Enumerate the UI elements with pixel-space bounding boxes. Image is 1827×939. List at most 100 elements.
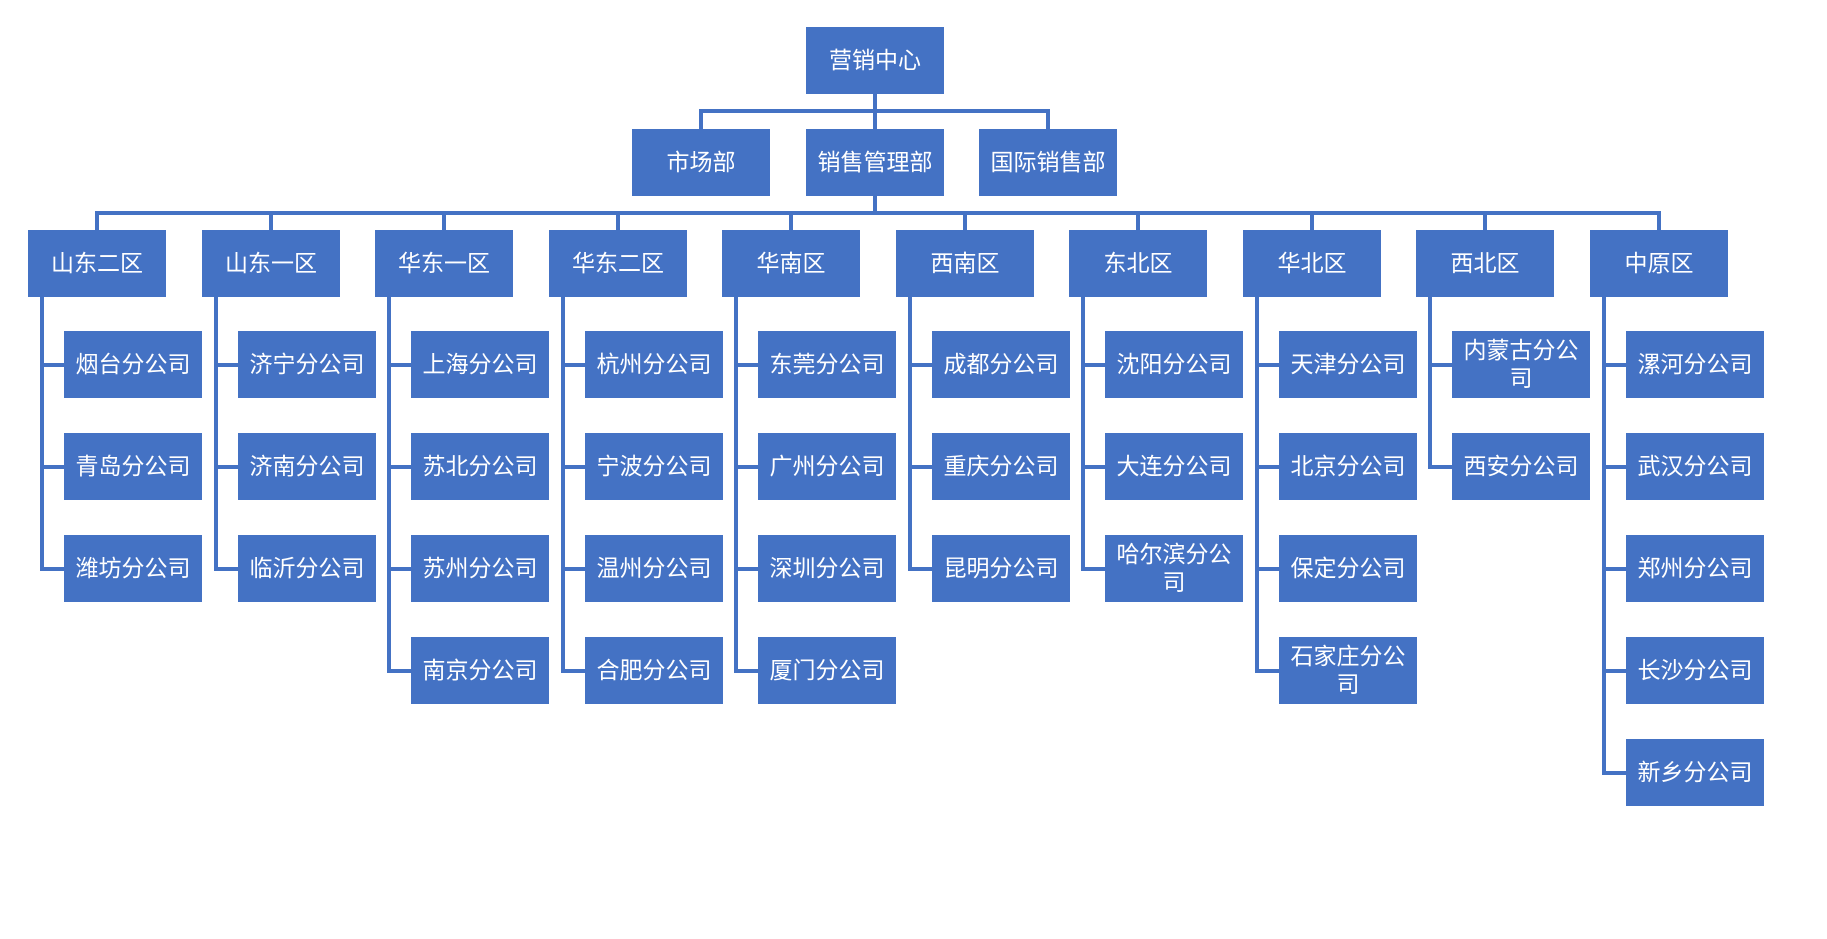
branch-node: 东莞分公司 [758,331,896,398]
branch-connector [1602,362,1626,367]
branch-node: 厦门分公司 [758,637,896,704]
branch-node: 成都分公司 [932,331,1070,398]
branch-connector [1602,464,1626,469]
branch-connector [387,566,411,571]
branch-node: 广州分公司 [758,433,896,500]
department-connector [699,111,703,129]
branch-spine [1255,297,1259,673]
branch-node: 天津分公司 [1279,331,1417,398]
region-node: 西南区 [896,230,1034,297]
branch-connector [561,668,585,673]
branch-connector [40,566,64,571]
sales-mgmt-connector [873,196,877,213]
branch-connector [1255,362,1279,367]
root-node: 营销中心 [806,27,944,94]
region-node: 东北区 [1069,230,1207,297]
region-node: 华东一区 [375,230,513,297]
branch-node: 烟台分公司 [64,331,202,398]
branch-connector [1428,362,1452,367]
branch-connector [561,362,585,367]
branch-node: 潍坊分公司 [64,535,202,602]
branch-node: 济南分公司 [238,433,376,500]
region-node: 华南区 [722,230,860,297]
branch-node: 北京分公司 [1279,433,1417,500]
branch-node: 合肥分公司 [585,637,723,704]
branch-connector [1602,668,1626,673]
branch-node: 宁波分公司 [585,433,723,500]
branch-spine [734,297,738,673]
branch-spine [387,297,391,673]
branch-spine [908,297,912,571]
region-connector [1136,213,1140,230]
branch-node: 临沂分公司 [238,535,376,602]
branch-spine [214,297,218,571]
branch-node: 深圳分公司 [758,535,896,602]
branch-node: 济宁分公司 [238,331,376,398]
branch-node: 郑州分公司 [1626,535,1764,602]
branch-connector [734,362,758,367]
branch-connector [387,464,411,469]
region-connector [1657,213,1661,230]
region-node: 山东一区 [202,230,340,297]
branch-connector [1428,464,1452,469]
branch-spine [1081,297,1085,571]
branch-connector [734,566,758,571]
branch-connector [1081,464,1105,469]
branch-connector [387,668,411,673]
region-node: 西北区 [1416,230,1554,297]
branch-node: 石家庄分公司 [1279,637,1417,704]
branch-connector [561,566,585,571]
branch-connector [214,464,238,469]
branch-spine [561,297,565,673]
branch-connector [908,464,932,469]
branch-connector [1255,464,1279,469]
branch-connector [561,464,585,469]
region-connector [269,213,273,230]
branch-spine [40,297,44,571]
branch-node: 大连分公司 [1105,433,1243,500]
branch-connector [387,362,411,367]
branch-node: 上海分公司 [411,331,549,398]
branch-node: 漯河分公司 [1626,331,1764,398]
branch-connector [214,362,238,367]
region-node: 华北区 [1243,230,1381,297]
dept-sales-management: 销售管理部 [806,129,944,196]
root-connector [873,94,877,111]
branch-connector [1081,362,1105,367]
branch-node: 杭州分公司 [585,331,723,398]
branch-connector [214,566,238,571]
branch-node: 温州分公司 [585,535,723,602]
department-connector [1046,111,1050,129]
branch-node: 新乡分公司 [1626,739,1764,806]
branch-connector [40,362,64,367]
branch-node: 哈尔滨分公司 [1105,535,1243,602]
branch-node: 内蒙古分公司 [1452,331,1590,398]
region-connector [789,213,793,230]
branch-spine [1428,297,1432,469]
branch-node: 西安分公司 [1452,433,1590,500]
region-bus [95,211,1661,215]
branch-node: 长沙分公司 [1626,637,1764,704]
branch-node: 武汉分公司 [1626,433,1764,500]
branch-node: 重庆分公司 [932,433,1070,500]
region-connector [616,213,620,230]
branch-spine [1602,297,1606,775]
region-node: 华东二区 [549,230,687,297]
branch-connector [734,464,758,469]
branch-node: 苏州分公司 [411,535,549,602]
branch-node: 青岛分公司 [64,433,202,500]
branch-node: 昆明分公司 [932,535,1070,602]
region-connector [442,213,446,230]
region-connector [1483,213,1487,230]
branch-node: 沈阳分公司 [1105,331,1243,398]
branch-connector [908,362,932,367]
dept-international-sales: 国际销售部 [979,129,1117,196]
region-connector [963,213,967,230]
branch-connector [1255,566,1279,571]
region-node: 山东二区 [28,230,166,297]
branch-node: 保定分公司 [1279,535,1417,602]
department-connector [873,111,877,129]
branch-connector [908,566,932,571]
branch-connector [734,668,758,673]
